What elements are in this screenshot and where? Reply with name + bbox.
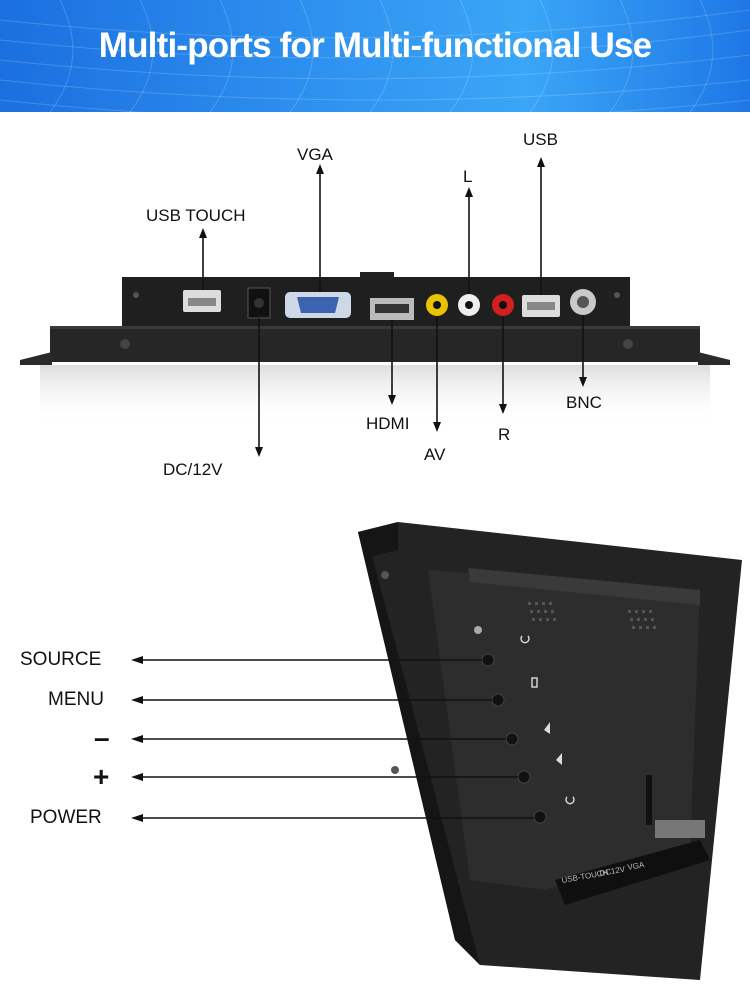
page-title: Multi-ports for Multi-functional Use bbox=[98, 26, 652, 65]
menu-button[interactable] bbox=[491, 693, 505, 707]
monitor-diagram: USB-TOUCH DC12V VGA bbox=[131, 522, 742, 980]
plus-button[interactable] bbox=[517, 770, 531, 784]
ports-diagram bbox=[20, 157, 730, 457]
bottom-label-vga: VGA bbox=[627, 860, 646, 872]
label-usb: USB bbox=[523, 130, 558, 149]
label-menu: MENU bbox=[48, 689, 104, 710]
label-usb-touch: USB TOUCH bbox=[146, 206, 246, 225]
label-vga: VGA bbox=[297, 145, 333, 164]
label-av: AV bbox=[424, 445, 446, 464]
usb-port bbox=[522, 295, 560, 317]
arrow-up-icon bbox=[544, 722, 550, 734]
menu-icon bbox=[531, 677, 538, 688]
label-source: SOURCE bbox=[20, 649, 102, 670]
source-button[interactable] bbox=[481, 653, 495, 667]
hdmi-port bbox=[370, 298, 414, 320]
vga-port bbox=[285, 292, 351, 318]
label-l: L bbox=[463, 167, 473, 186]
arrow-down-icon bbox=[556, 753, 562, 765]
header-banner: Multi-ports for Multi-functional Use bbox=[0, 0, 750, 112]
label-plus: + bbox=[93, 761, 110, 792]
label-power: POWER bbox=[30, 807, 102, 828]
minus-button[interactable] bbox=[505, 732, 519, 746]
label-bnc: BNC bbox=[566, 393, 602, 412]
label-hdmi: HDMI bbox=[366, 414, 410, 433]
power-button[interactable] bbox=[533, 810, 547, 824]
label-minus: – bbox=[94, 722, 110, 753]
banner-grid-pattern bbox=[0, 0, 750, 112]
label-dc: DC/12V bbox=[163, 460, 223, 479]
label-r: R bbox=[498, 425, 511, 444]
power-symbol-icon bbox=[565, 796, 575, 805]
power-icon bbox=[520, 635, 530, 644]
device-rear-panel bbox=[20, 272, 730, 425]
dc-port bbox=[247, 287, 271, 319]
monitor-back bbox=[358, 522, 742, 980]
usb-touch-port bbox=[183, 290, 221, 312]
